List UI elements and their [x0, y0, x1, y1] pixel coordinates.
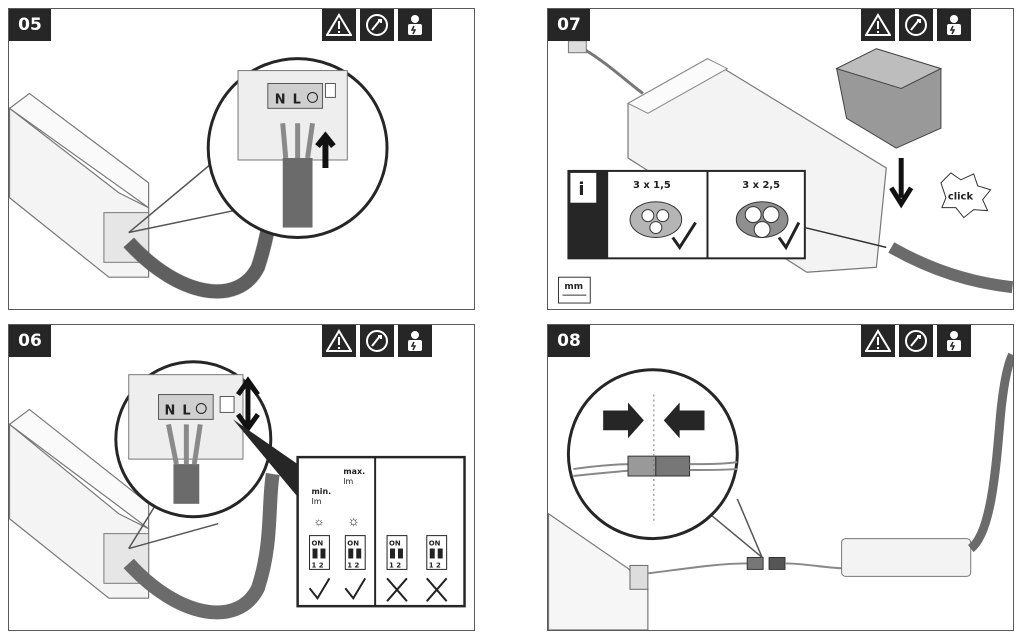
warning-icons — [861, 325, 971, 357]
svg-text:1 2: 1 2 — [389, 561, 401, 569]
dip-switch-max: ON 1 2 — [344, 535, 366, 570]
check-mark-icon — [344, 577, 367, 600]
caution-triangle-icon — [322, 325, 356, 357]
connector-illustration — [548, 352, 1013, 630]
press-arrow-left-icon — [603, 402, 644, 439]
press-arrow-right-icon — [663, 402, 705, 439]
electrician-icon — [937, 325, 971, 357]
svg-text:1 2: 1 2 — [347, 561, 359, 569]
dim-bulb-icon: ☼ — [314, 515, 325, 529]
cross-mark-icon — [386, 577, 408, 602]
svg-text:1 2: 1 2 — [312, 561, 324, 569]
svg-text:ON: ON — [347, 540, 359, 548]
bright-bulb-icon: ☼ — [347, 513, 360, 529]
step-number: 08 — [548, 325, 590, 357]
mm-label: mm — [564, 282, 583, 292]
warning-icons — [322, 9, 432, 41]
step-08-panel: 08 — [547, 324, 1014, 631]
svg-text:ON: ON — [389, 540, 401, 548]
info-letter: i — [578, 179, 584, 200]
disconnect-power-icon — [899, 325, 933, 357]
step-07-panel: 07 click i 3 x 1,5 3 x 2 — [547, 8, 1014, 310]
svg-text:ON: ON — [429, 540, 441, 548]
step-number: 05 — [9, 9, 51, 41]
terminal-label-n: N — [165, 403, 176, 418]
dip-switch-invalid-b: ON 1 2 — [426, 535, 448, 570]
click-label: click — [948, 192, 974, 203]
dip-switch-illustration: N L max. lm min. lm ☼ ☼ ON 1 2 ON 1 2 — [9, 360, 466, 620]
disconnect-power-icon — [360, 325, 394, 357]
caution-triangle-icon — [861, 9, 895, 41]
svg-text:ON: ON — [312, 540, 324, 548]
step-number: 06 — [9, 325, 51, 357]
min-lm-label: lm — [312, 497, 322, 506]
electrician-icon — [398, 325, 432, 357]
terminal-label-n: N — [275, 92, 286, 107]
max-lm-label: lm — [343, 477, 353, 486]
step-06-panel: 06 N L max. lm — [8, 324, 475, 631]
cable-size-small: 3 x 1,5 — [633, 180, 671, 191]
caution-triangle-icon — [861, 325, 895, 357]
terminal-label-l: L — [293, 92, 301, 107]
check-mark-icon — [308, 577, 331, 600]
cover-click-illustration: click i 3 x 1,5 3 x 2,5 mm — [557, 40, 1013, 304]
max-label: max. — [343, 467, 365, 476]
caution-triangle-icon — [322, 9, 356, 41]
terminal-connection-illustration: N L — [9, 57, 389, 299]
dip-switch-min: ON 1 2 — [309, 535, 330, 570]
warning-icons — [322, 325, 432, 357]
cable-size-large: 3 x 2,5 — [742, 180, 780, 191]
dip-switch-invalid-a: ON 1 2 — [386, 535, 408, 570]
warning-icons — [861, 9, 971, 41]
step-05-panel: 05 N L — [8, 8, 475, 310]
cross-mark-icon — [426, 577, 448, 602]
step-number: 07 — [548, 9, 590, 41]
disconnect-power-icon — [899, 9, 933, 41]
disconnect-power-icon — [360, 9, 394, 41]
terminal-label-l: L — [182, 403, 190, 418]
svg-text:1 2: 1 2 — [429, 561, 441, 569]
min-label: min. — [312, 487, 332, 496]
electrician-icon — [937, 9, 971, 41]
electrician-icon — [398, 9, 432, 41]
